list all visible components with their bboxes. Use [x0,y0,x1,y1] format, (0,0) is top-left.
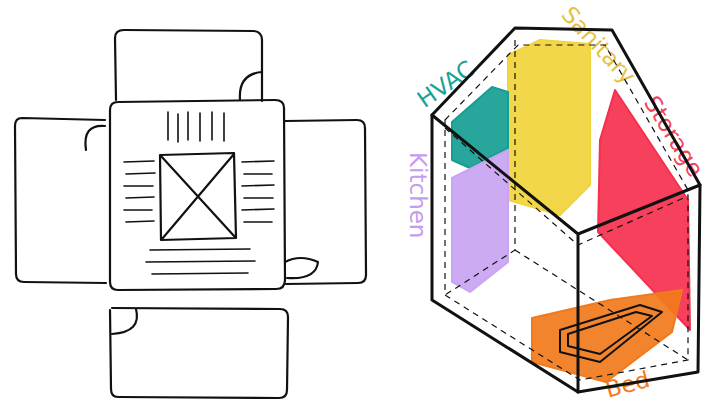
door-swing [112,309,137,334]
top-panel [115,30,262,101]
zone-fill [532,290,682,382]
zone-label: HVAC [412,54,480,113]
box-silhouette [432,28,700,392]
inner-square [160,153,236,240]
bottom-panel [110,308,288,398]
left-panel [15,118,106,283]
zone-panel: Kitchen [450,148,510,293]
zone-shape [505,38,593,218]
right-panel [285,120,366,284]
hatching [124,112,274,274]
zone-fill [452,150,508,292]
zone-panel: Sanitary [505,38,593,218]
door-swing [285,258,318,278]
center-square [110,100,285,290]
zone-panel: Bed [528,285,686,385]
zone-shape [528,285,686,385]
zone-label: Kitchen [404,152,432,238]
zone-fill [508,40,590,215]
zone-shape [450,148,510,293]
cross-mark [161,154,235,239]
door-swing [85,126,105,150]
door-swing [240,72,262,100]
